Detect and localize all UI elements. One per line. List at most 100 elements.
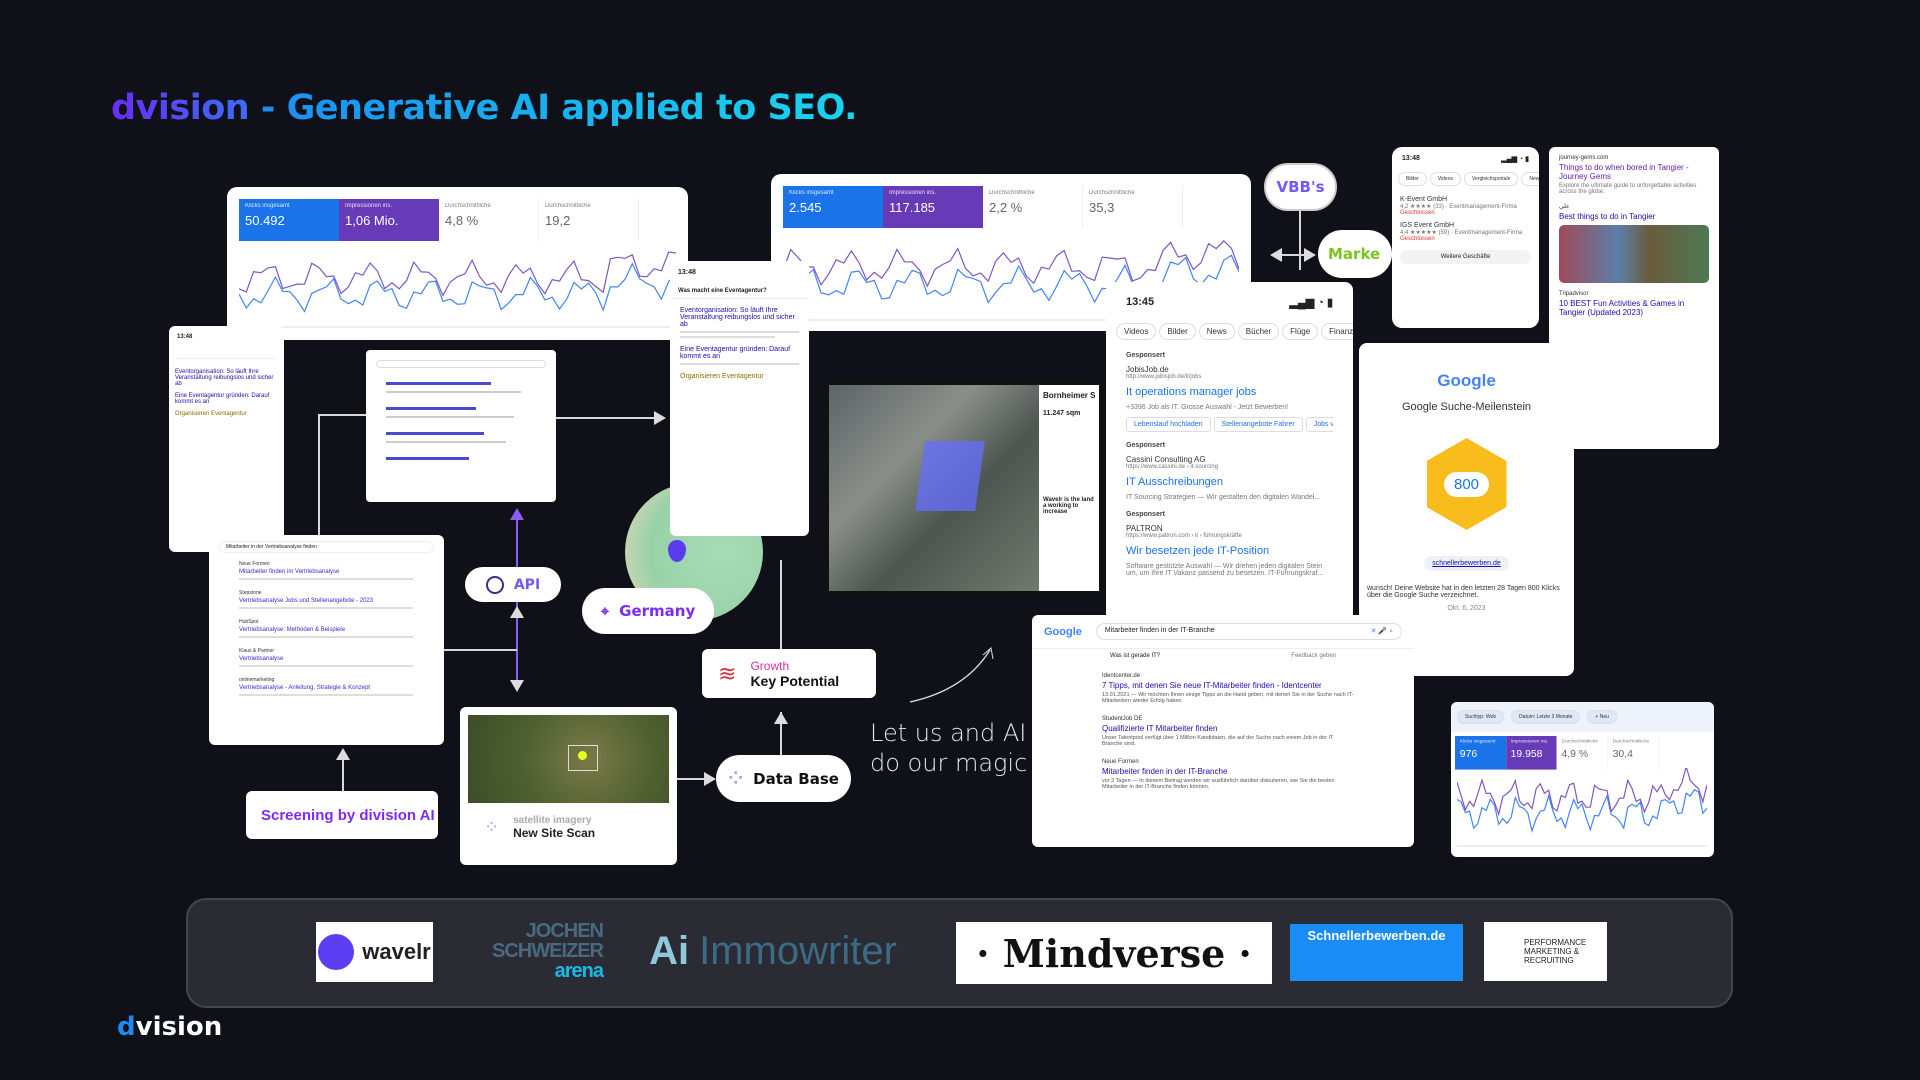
metric-tile[interactable]: Impressionen ins.1,06 Mio.: [339, 199, 439, 241]
filter-chip[interactable]: Finanze: [1321, 323, 1353, 340]
result-desc: vor 2 Tagen — In diesem Beitrag werden w…: [1102, 778, 1335, 790]
page-title: dvision - Generative AI applied to SEO.: [111, 88, 857, 128]
result-link[interactable]: 10 BEST Fun Activities & Games in Tangie…: [1559, 299, 1685, 317]
result-link[interactable]: Organisieren Eventagentur: [680, 373, 764, 380]
site-name: Stepstone: [239, 590, 262, 596]
metric-value: 117.185: [889, 200, 936, 215]
result-link[interactable]: Best things to do in Tangier: [1559, 212, 1656, 221]
filter-chip[interactable]: Bilder: [1159, 323, 1196, 340]
arrow-up-icon: [774, 712, 788, 724]
feedback-link[interactable]: Feedback geben: [1291, 653, 1336, 659]
result-link[interactable]: Eine Eventagentur gründen: Darauf kommt …: [175, 393, 270, 405]
chip[interactable]: Vergleichsportale: [1464, 172, 1519, 186]
result-link[interactable]: Vertriebsanalyse - Anleitung, Strategie …: [239, 685, 371, 691]
result-link[interactable]: Organisieren Eventagentur: [175, 411, 247, 417]
filter-chip[interactable]: News: [1198, 323, 1235, 340]
immowriter-icon: Ai: [649, 928, 690, 973]
connector: [342, 758, 344, 792]
desktop-search-thumbnail: [366, 350, 556, 502]
filter-chip[interactable]: Bücher: [1237, 323, 1280, 340]
sitelink[interactable]: Lebenslauf hochladen: [1126, 417, 1211, 432]
result-link[interactable]: Vertriebsanalyse Jobs und Stellenangebot…: [239, 598, 374, 604]
result-desc: IT Sourcing Strategien — Wir gestalten d…: [1126, 494, 1321, 501]
site-link[interactable]: schnellerbewerben.de: [1424, 556, 1509, 571]
result-link[interactable]: Eine Eventagentur gründen: Darauf kommt …: [680, 346, 791, 360]
sitelink[interactable]: Stellenangebote Fahrer: [1213, 417, 1303, 432]
impressions-line: [239, 251, 676, 297]
metric-label: Durchschnittliche: [1089, 190, 1135, 196]
arrow-up-icon: [510, 606, 524, 618]
network-icon: ⁘: [728, 768, 744, 789]
chip[interactable]: News: [1521, 172, 1539, 186]
api-pill: API: [465, 567, 561, 602]
more-businesses-button[interactable]: Weitere Geschäfte: [1400, 250, 1531, 264]
result-desc: 13.01.2021 — Wir möchten Ihnen einige Ti…: [1102, 692, 1354, 704]
curved-arrow-icon: [909, 647, 994, 703]
metric-tile[interactable]: Impressionen ins.19.958: [1505, 736, 1557, 770]
result-link[interactable]: Vertriebsanalyse: [239, 656, 284, 662]
google-logo: Google: [1437, 371, 1496, 390]
result-link[interactable]: Qualifizierte IT Mitarbeiter finden: [1102, 724, 1218, 733]
result-link[interactable]: Eventorganisation: So läuft Ihre Veranst…: [680, 307, 795, 328]
performance-chart: [1457, 768, 1707, 847]
filter-chip[interactable]: Suchtyp: Web: [1457, 710, 1505, 724]
arrow-up-icon: [336, 748, 350, 760]
metric-label: Impressionen ins.: [345, 203, 393, 209]
filter-chip[interactable]: Flüge: [1282, 323, 1319, 340]
result-link[interactable]: It operations manager jobs: [1126, 386, 1257, 398]
metric-label: Durchschnittliche: [1612, 739, 1650, 744]
site-name: Identcenter.de: [1102, 673, 1141, 679]
arrow-down-icon: [510, 680, 524, 692]
result-link[interactable]: Mitarbeiter finden in der IT-Branche: [1102, 767, 1228, 776]
search-input[interactable]: Mitarbeiter in der Vertriebsanalyse find…: [219, 541, 434, 553]
search-input[interactable]: Mitarbeiter finden in der IT-Branche✕ 🎤 …: [1095, 623, 1402, 640]
result-link[interactable]: Things to do when bored in Tangier - Jou…: [1559, 163, 1689, 181]
search-icon[interactable]: ✕ 🎤 ⌕: [1370, 628, 1393, 635]
database-pill: ⁘Data Base: [716, 755, 851, 802]
metric-label: Durchschnittliche: [1561, 739, 1599, 744]
arrow-right-icon: [704, 772, 716, 786]
result-link[interactable]: Mitarbeiter finden im Vertriebsanalyse: [239, 569, 340, 575]
result-link[interactable]: 7 Tipps, mit denen Sie neue IT-Mitarbeit…: [1102, 681, 1322, 690]
site-name: HubSpot: [239, 619, 259, 625]
logo-mindverse: · Mindverse ·: [956, 922, 1272, 984]
result-link[interactable]: Vertriebsanalyse: Methoden & Beispiele: [239, 627, 346, 633]
metric-label: Impressionen ins.: [889, 190, 937, 196]
chip[interactable]: Videos: [1429, 172, 1461, 186]
search-result: Identcenter.de 7 Tipps, mit denen Sie neu…: [1102, 673, 1354, 704]
filter-chip[interactable]: Datum: Letzte 3 Monate: [1511, 710, 1581, 724]
market-pill: Marke: [1318, 230, 1392, 278]
sitelink[interactable]: Jobs via E: [1305, 417, 1333, 432]
filter-chip[interactable]: Videos: [1116, 323, 1157, 340]
result-link[interactable]: IT Ausschreibungen: [1126, 476, 1224, 488]
filter-chip[interactable]: + Neu: [1587, 710, 1617, 724]
target-dot: [578, 751, 587, 760]
logo-schnellerbewerben: Schnellerbewerben.de: [1290, 924, 1463, 981]
metric-value: 4,8 %: [445, 213, 479, 228]
arrow-right-icon: [1304, 248, 1316, 262]
connector: [444, 649, 517, 651]
metric-tile[interactable]: Impressionen ins. 117.185: [883, 186, 983, 228]
result-link[interactable]: Eventorganisation: So läuft Ihre Veranst…: [175, 369, 274, 387]
result-desc: +3396 Job als IT. Grosse Auswahl - Jetzt…: [1126, 404, 1289, 411]
metric-label: Durchschnittliche: [989, 190, 1035, 196]
result-link[interactable]: Wir besetzen jede IT-Position: [1126, 545, 1270, 557]
chip[interactable]: Bilder: [1398, 172, 1427, 186]
performance-chart: [239, 251, 676, 328]
